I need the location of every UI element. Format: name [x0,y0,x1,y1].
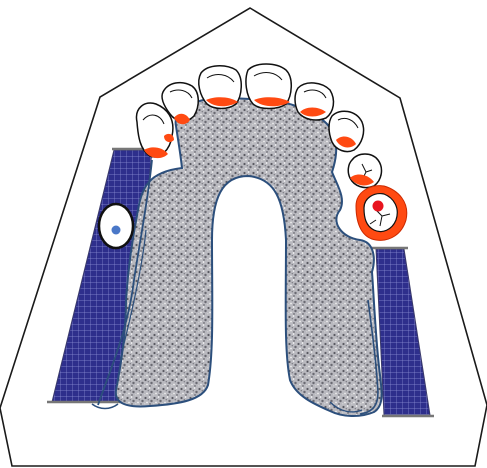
clasp-ring-marker [99,204,133,248]
abutment-marker-dot [373,201,384,212]
